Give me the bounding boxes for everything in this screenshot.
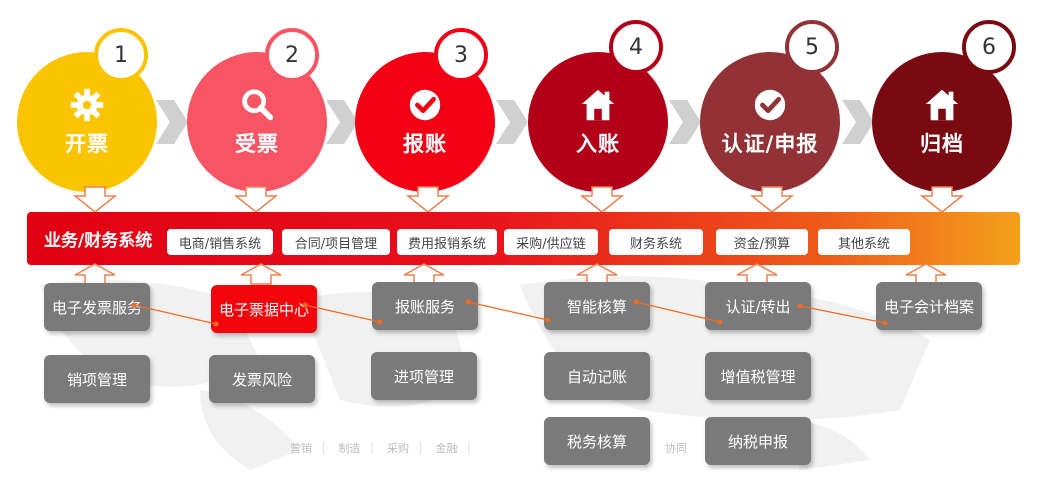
system-tag[interactable]: 合同/项目管理 <box>282 229 390 255</box>
industry-labels: 营销｜ 制造｜ 采购｜ 金融｜ <box>290 442 475 455</box>
arrow-up-icon <box>240 263 282 285</box>
step-label: 报账 <box>403 132 447 156</box>
service-box[interactable]: 电子发票服务 <box>44 283 150 331</box>
search-icon <box>242 89 274 121</box>
arrow-down-icon <box>73 186 117 213</box>
service-box[interactable]: 智能核算 <box>544 282 650 330</box>
service-box[interactable]: 自动记账 <box>544 352 650 400</box>
system-tag[interactable]: 其他系统 <box>818 229 910 255</box>
service-box[interactable]: 报账服务 <box>372 282 478 330</box>
service-box[interactable]: 进项管理 <box>371 352 477 400</box>
step-label: 开票 <box>65 132 109 156</box>
industry-label: 协同 <box>665 442 687 455</box>
flow-chevron <box>842 100 874 144</box>
service-box[interactable]: 认证/转出 <box>705 282 811 330</box>
service-box[interactable]: 发票风险 <box>209 355 315 403</box>
step-label: 受票 <box>235 132 279 156</box>
arrow-down-icon <box>920 186 964 213</box>
step-archive[interactable]: 归档 <box>872 52 1012 192</box>
arrow-down-icon <box>750 186 794 213</box>
service-box[interactable]: 税务核算 <box>544 417 650 465</box>
system-tag[interactable]: 费用报销系统 <box>397 229 497 255</box>
service-box-highlighted[interactable]: 电子票据中心 <box>211 285 317 333</box>
step-number-badge: 5 <box>785 20 839 74</box>
service-box[interactable]: 电子会计档案 <box>876 282 982 330</box>
step-number-badge: 2 <box>265 28 319 82</box>
step-label: 归档 <box>920 132 964 156</box>
check-circle-icon <box>754 89 786 121</box>
home-icon <box>581 89 615 121</box>
band-title: 业务/财务系统 <box>44 231 153 251</box>
step-number-badge: 1 <box>94 28 148 82</box>
arrow-down-icon <box>580 186 624 213</box>
step-number-badge: 6 <box>962 20 1016 74</box>
system-tag[interactable]: 电商/销售系统 <box>167 229 273 255</box>
system-tag[interactable]: 采购/供应链 <box>504 229 598 255</box>
step-number-badge: 3 <box>434 28 488 82</box>
arrow-down-icon <box>234 186 278 213</box>
service-box[interactable]: 纳税申报 <box>705 417 811 465</box>
home-icon <box>925 89 959 121</box>
arrow-down-icon <box>406 186 450 213</box>
flow-chevron <box>496 100 528 144</box>
system-tag[interactable]: 财务系统 <box>609 229 703 255</box>
step-label: 认证/申报 <box>721 132 819 156</box>
check-circle-icon <box>409 89 441 121</box>
arrow-up-icon <box>74 263 116 285</box>
gear-icon <box>70 88 104 122</box>
flow-chevron <box>669 100 701 144</box>
flow-chevron <box>326 100 358 144</box>
step-label: 入账 <box>576 132 620 156</box>
step-certify-declare[interactable]: 认证/申报 <box>700 52 840 192</box>
industry-label: 采购 <box>387 442 409 455</box>
industry-label: 金融 <box>435 442 458 455</box>
service-box[interactable]: 增值税管理 <box>705 352 811 400</box>
flow-chevron <box>156 100 188 144</box>
industry-label: 制造 <box>338 442 361 455</box>
step-bookkeeping[interactable]: 入账 <box>528 52 668 192</box>
system-tag[interactable]: 资金/预算 <box>716 229 808 255</box>
industry-label: 营销 <box>290 442 312 455</box>
step-number-badge: 4 <box>609 20 663 74</box>
service-box[interactable]: 销项管理 <box>44 355 150 403</box>
